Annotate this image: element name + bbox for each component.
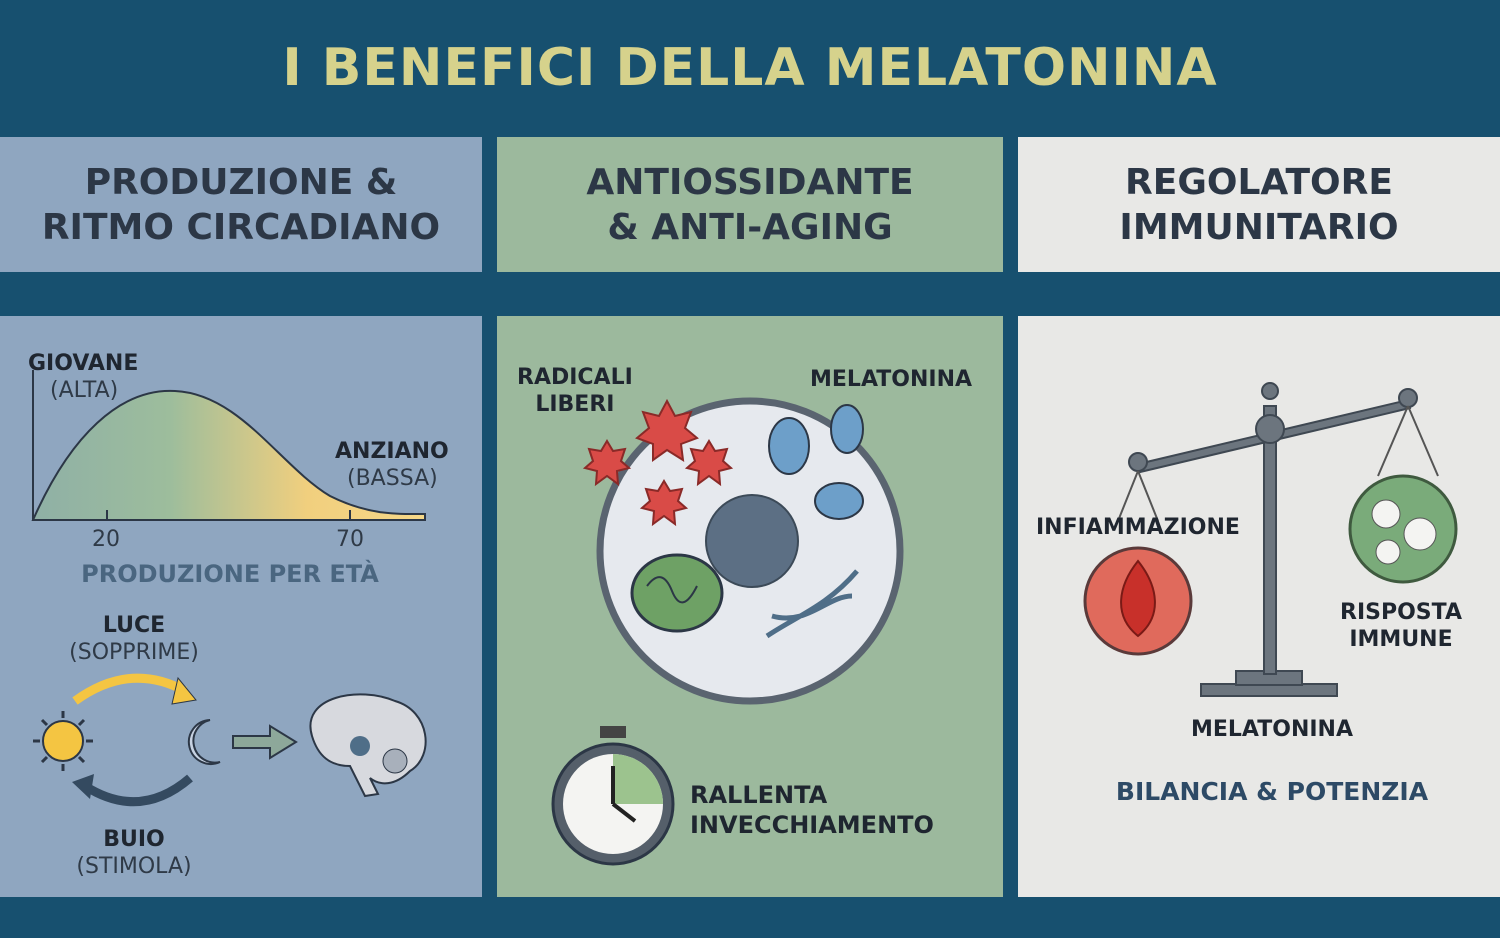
mitochondrion-icon [630, 553, 724, 633]
immune-response-label: RISPOSTA IMMUNE [1340, 600, 1462, 652]
arrow-dark-icon [82, 774, 193, 807]
light-label: LUCE [102, 613, 166, 638]
balance-scale-icon [1128, 382, 1418, 697]
immune-caption: BILANCIA & POTENZIA [1115, 777, 1429, 806]
immune-cells-icon [1348, 474, 1458, 584]
tick-20: 20 [92, 527, 120, 552]
melatonin-label: MELATONINA [1190, 717, 1353, 742]
heading-antioxidant: ANTIOSSIDANTE & ANTI-AGING [497, 137, 1003, 272]
brain-icon [309, 693, 427, 798]
young-level: (ALTA) [50, 378, 119, 403]
panel-production: GIOVANE (ALTA) ANZIANO (BASSA) 20 70 PRO… [0, 316, 482, 897]
dna-icon [765, 569, 859, 639]
production-caption: PRODUZIONE PER ETÀ [81, 560, 379, 588]
production-curve [31, 389, 426, 521]
inflammation-label: INFIAMMAZIONE [1036, 515, 1240, 540]
melatonin-molecules [768, 404, 864, 520]
old-label: ANZIANO [335, 439, 449, 464]
page-title: I BENEFICI DELLA MELATONINA [282, 38, 1218, 98]
heading-immune: REGOLATORE IMMUNITARIO [1018, 137, 1500, 272]
scale-illustration [1083, 382, 1458, 697]
nucleus [705, 494, 799, 588]
dark-effect: (STIMOLA) [76, 854, 192, 879]
cell-illustration [551, 397, 904, 866]
sun-icon [33, 711, 93, 771]
light-effect: (SOPPRIME) [69, 640, 199, 665]
slows-aging-label: RALLENTA INVECCHIAMENTO [690, 781, 934, 839]
free-radicals-label: RADICALI LIBERI [517, 365, 633, 417]
tick-70: 70 [336, 527, 364, 552]
melatonin-label: MELATONINA [810, 367, 973, 392]
stopwatch-icon [551, 726, 675, 866]
panel-immune: INFIAMMAZIONE RISPOSTA IMMUNE MELATONINA… [1018, 316, 1500, 897]
moon-icon [187, 719, 221, 765]
arrow-right-icon [232, 724, 298, 760]
old-level: (BASSA) [347, 466, 438, 491]
production-illustration [31, 370, 427, 807]
arrow-light-icon [72, 673, 188, 705]
young-label: GIOVANE [28, 351, 139, 376]
heading-production: PRODUZIONE & RITMO CIRCADIANO [0, 137, 482, 272]
panel-antioxidant: RADICALI LIBERI MELATONINA RALLENTA INVE… [497, 316, 1003, 897]
free-radical-icons [582, 398, 734, 527]
dark-label: BUIO [103, 827, 165, 852]
